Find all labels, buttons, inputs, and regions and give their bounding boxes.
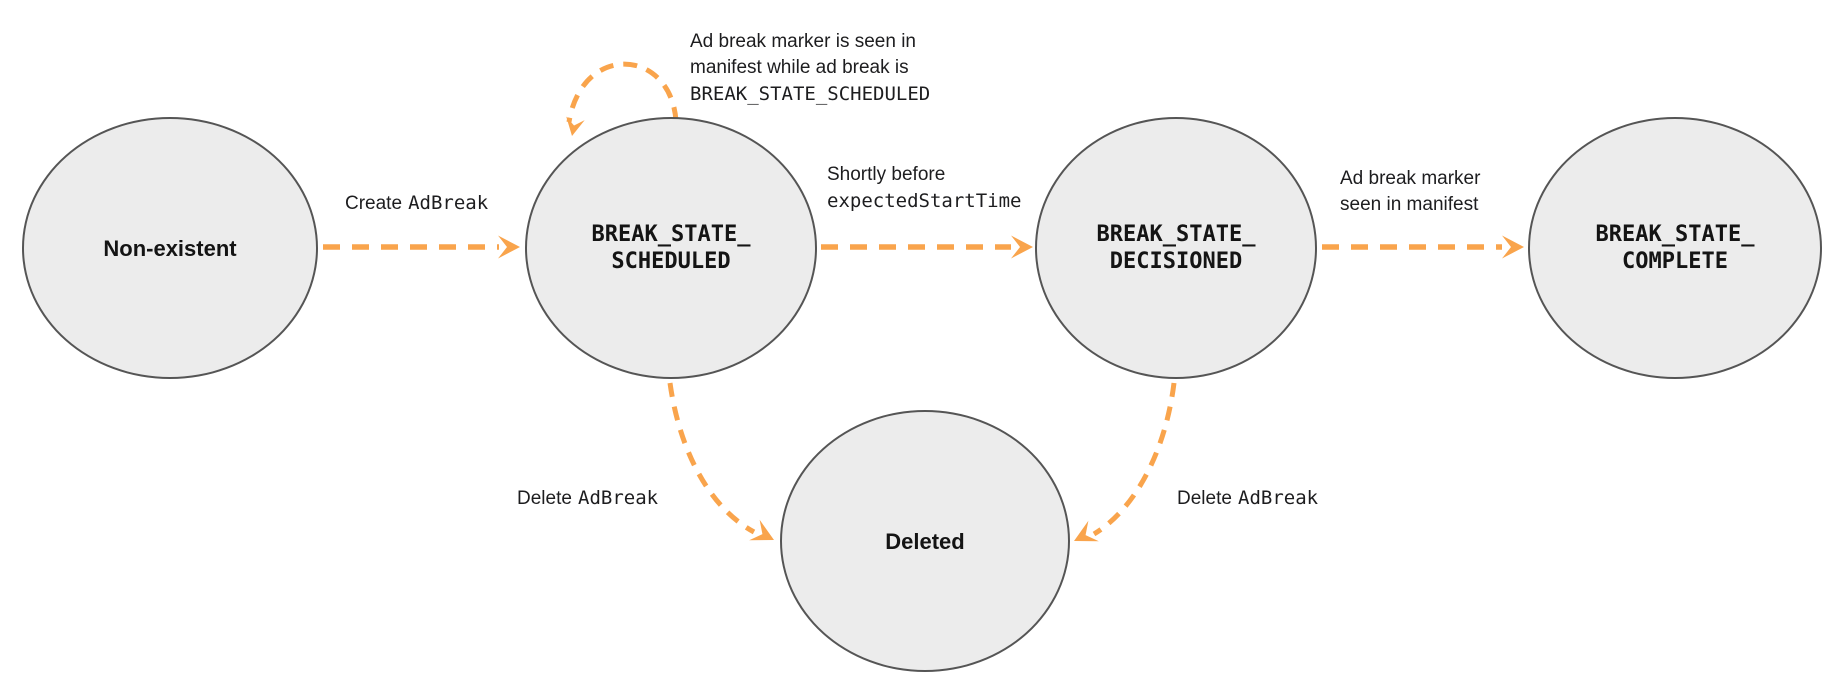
state-break-state-decisioned: BREAK_STATE_ DECISIONED <box>1035 117 1317 379</box>
state-decisioned-label: BREAK_STATE_ DECISIONED <box>1096 222 1256 274</box>
state-non-existent: Non-existent <box>22 117 318 379</box>
state-break-state-complete: BREAK_STATE_ COMPLETE <box>1528 117 1822 379</box>
edge-self-loop-arrowhead <box>562 116 585 138</box>
state-non-existent-label: Non-existent <box>103 235 237 261</box>
label-shortly-before: Shortly before expectedStartTime <box>827 164 1022 212</box>
edge-create-adbreak-arrowhead <box>498 235 520 259</box>
state-break-state-scheduled: BREAK_STATE_ SCHEDULED <box>525 117 817 379</box>
state-scheduled-label: BREAK_STATE_ SCHEDULED <box>591 222 751 274</box>
edge-marker-seen-arrowhead <box>1502 235 1524 259</box>
state-complete-label: BREAK_STATE_ COMPLETE <box>1595 222 1755 274</box>
state-deleted-label: Deleted <box>885 528 965 554</box>
edge-self-loop-scheduled <box>566 61 679 123</box>
state-deleted: Deleted <box>780 410 1070 672</box>
edge-delete-from-scheduled <box>667 382 756 535</box>
label-marker-seen: Ad break marker seen in manifest <box>1340 168 1481 215</box>
label-self-loop: Ad break marker is seen in manifest whil… <box>690 31 931 105</box>
edge-delete-right-arrowhead <box>1068 520 1099 552</box>
edge-shortly-before-arrowhead <box>1011 235 1033 259</box>
edge-delete-left-arrowhead <box>749 519 780 551</box>
edge-delete-from-decisioned <box>1092 382 1177 537</box>
